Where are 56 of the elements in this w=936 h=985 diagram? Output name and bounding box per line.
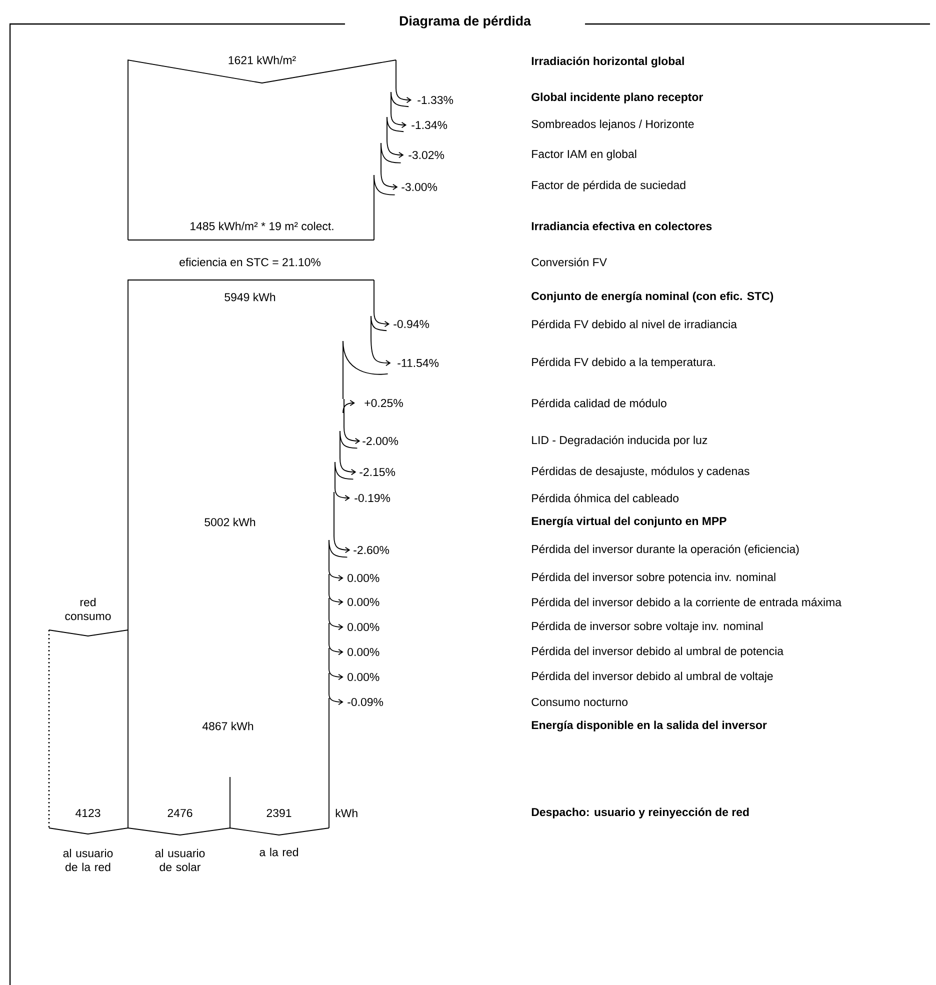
loss-description: Pérdida calidad de módulo xyxy=(532,398,666,408)
loss-percent: -2.60% xyxy=(354,546,390,554)
loss-percent: 0.00% xyxy=(348,598,380,606)
loss-percent: +0.25% xyxy=(364,398,403,408)
loss-percent: -3.00% xyxy=(402,182,438,192)
loss-description: LID - Degradación inducida por luz xyxy=(532,436,708,446)
flow-value: 4123 xyxy=(76,808,100,818)
flow-value: 1621 kWh/m² xyxy=(228,56,296,64)
loss-description: Conversión FV xyxy=(532,258,607,266)
step-heading: Irradiación horizontal global xyxy=(532,56,684,68)
flow-value: 2391 xyxy=(266,808,292,818)
loss-percent: -2.15% xyxy=(360,468,396,476)
loss-description: Pérdida del inversor debido a la corriente de entrada máxima xyxy=(532,598,842,606)
conversion-note: eficiencia en STC = 21.10% xyxy=(180,258,320,266)
flow-label: al usuario de la red xyxy=(63,848,113,872)
loss-percent: -3.02% xyxy=(408,150,444,160)
loss-percent: 0.00% xyxy=(348,574,380,582)
flow-label: red consumo xyxy=(65,598,111,620)
loss-percent: -0.94% xyxy=(394,320,430,328)
loss-percent: 0.00% xyxy=(348,672,380,682)
step-heading: Conjunto de energía nominal (con efic. STC) xyxy=(532,292,774,302)
loss-description: Pérdida del inversor sobre potencia inv. nominal xyxy=(532,572,776,584)
loss-percent: -2.00% xyxy=(362,436,398,446)
flow-value: 5002 kWh xyxy=(204,518,256,526)
loss-description: Pérdida FV debido a la temperatura. xyxy=(532,358,715,368)
loss-description: Sombreados lejanos / Horizonte xyxy=(532,120,694,130)
loss-percent: -0.19% xyxy=(354,494,390,502)
loss-percent: -11.54% xyxy=(398,358,439,368)
flow-value: 2476 xyxy=(168,808,192,818)
diagram-title: Diagrama de pérdida xyxy=(400,16,532,28)
flow-value: 1485 kWh/m² * 19 m² colect. xyxy=(190,222,334,230)
loss-description: Pérdidas de desajuste, módulos y cadenas xyxy=(532,466,750,478)
flow-value: 5949 kWh xyxy=(224,292,276,302)
loss-description: Pérdida del inversor debido al umbral de voltaje xyxy=(532,672,773,682)
loss-description: Factor IAM en global xyxy=(532,150,636,160)
loss-description: Pérdida del inversor debido al umbral de potencia xyxy=(532,646,784,658)
flow-value: 4867 kWh xyxy=(202,722,254,730)
step-heading: Global incidente plano receptor xyxy=(532,92,703,104)
loss-percent: 0.00% xyxy=(348,622,380,632)
loss-description: Pérdida del inversor durante la operación (eficiencia) xyxy=(532,544,799,556)
step-heading: Despacho: usuario y reinyección de red xyxy=(532,808,749,818)
loss-percent: -0.09% xyxy=(348,698,384,706)
loss-percent: -1.34% xyxy=(412,120,448,130)
loss-percent: 0.00% xyxy=(348,648,380,656)
unit-label: kWh xyxy=(336,808,358,818)
step-heading: Irradiancia efectiva en colectores xyxy=(532,222,712,230)
loss-description: Consumo nocturno xyxy=(532,698,628,706)
flow-label: al usuario de solar xyxy=(155,848,205,872)
step-heading: Energía disponible en la salida del inversor xyxy=(532,720,767,732)
loss-description: Pérdida FV debido al nivel de irradiancia xyxy=(532,320,737,328)
loss-percent: -1.33% xyxy=(418,96,454,104)
loss-description: Factor de pérdida de suciedad xyxy=(532,180,686,192)
loss-description: Pérdida óhmica del cableado xyxy=(532,494,678,502)
flow-label: a la red xyxy=(260,848,298,856)
loss-description: Pérdida de inversor sobre voltaje inv. nominal xyxy=(532,622,763,632)
step-heading: Energía virtual del conjunto en MPP xyxy=(532,516,726,528)
